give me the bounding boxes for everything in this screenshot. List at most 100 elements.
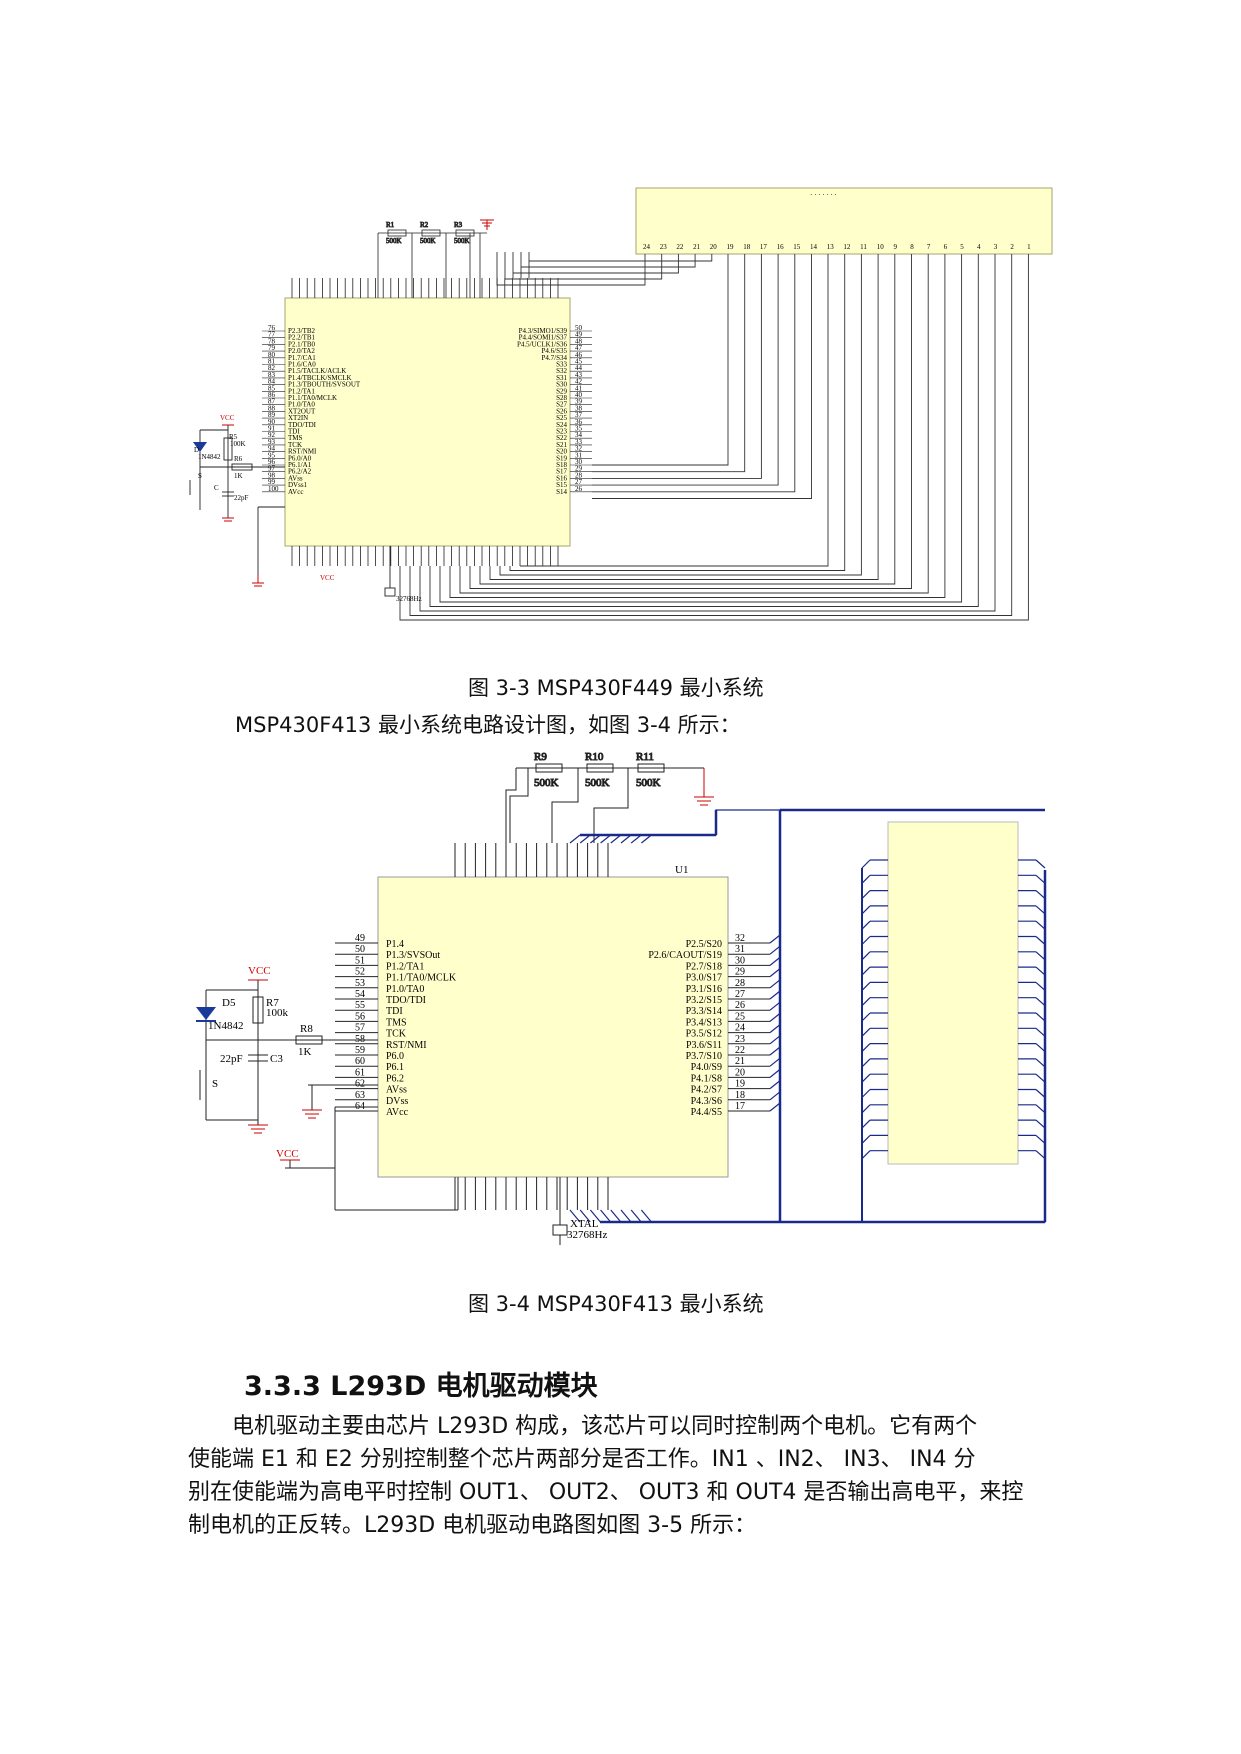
figure-msp430f413-schematic: U1 49P1.450P1.3/SVSOut51P1.2/TA152P1.1/T… [196,751,1047,1245]
right-pin-number: 19 [735,1079,745,1090]
right-pin-number: 40 [575,391,583,399]
left-pin-number: 92 [268,431,276,439]
left-pin-number: 83 [268,371,276,379]
diode-label: D [194,446,199,454]
left-pin-number: 97 [268,465,276,473]
left-pin-number: 54 [355,989,365,1000]
left-pin-name: P1.0/TA0 [386,984,424,995]
right-pin-number: 37 [575,411,583,419]
diode-icon [193,442,207,452]
left-pin-name: P2.3/TB2 [288,327,316,335]
right-pin-number: 49 [575,331,583,339]
svg-text:· · · · · · ·: · · · · · · · [810,191,837,199]
left-pin-name: P1.3/SVSOut [386,950,440,961]
r8-label: R8 [300,1023,313,1035]
lcd-pin-21: 21 [693,243,701,251]
right-pin-name: S18 [556,461,567,469]
right-pin-name: S28 [556,394,567,402]
left-pin-name: P1.3/TBOUTH/SVSOUT [288,381,361,389]
left-pin-name: P2.0/TA2 [288,347,315,355]
left-pin-number: 51 [355,955,365,966]
left-pin-name: TDI [288,428,300,436]
left-pin-name: P1.6/CA0 [288,361,316,369]
cap-value: 22pF [234,494,249,502]
vcc-label-2: VCC [276,1148,299,1160]
left-pin-name: TCK [288,441,302,449]
left-pin-number: 55 [355,1000,365,1011]
left-pin-number: 56 [355,1011,365,1022]
right-pin-number: 48 [575,337,583,345]
lcd-pin-24: 24 [643,243,651,251]
right-pin-number: 28 [735,978,745,989]
right-pin-number: 39 [575,398,583,406]
left-pin-name: AVss [386,1085,407,1096]
left-pin-name: TCK [386,1029,407,1040]
right-pin-number: 42 [575,378,583,386]
chip-left-pins: 49P1.450P1.3/SVSOut51P1.2/TA152P1.1/TA0/… [335,933,457,1118]
right-pin-number: 29 [735,967,745,978]
right-pin-number: 43 [575,371,583,379]
resistor-label: R3 [454,221,463,229]
ground-icon [694,768,714,806]
lcd-pin-8: 8 [910,243,914,251]
lcd-pin-7: 7 [927,243,931,251]
lcd-pin-18: 18 [743,243,751,251]
diode-part-label: 1N4842 [208,1020,243,1032]
right-pin-number: 22 [735,1045,745,1056]
left-pin-number: 57 [355,1023,365,1034]
r6-value: 1K [234,472,243,480]
vcc-label: VCC [220,414,235,422]
right-pin-name: P4.4/SOMI1/S37 [519,334,568,342]
lcd-pin-10: 10 [877,243,885,251]
right-pin-name: P2.5/S20 [686,939,722,950]
crystal-value: 32768Hz [396,595,422,603]
right-pin-number: 25 [735,1011,745,1022]
left-pin-number: 62 [355,1079,365,1090]
cap-label: C [214,484,219,492]
body-line-4: 制电机的正反转。L293D 电机驱动电路图如图 3-5 所示： [188,1513,757,1538]
left-pin-number: 78 [268,337,276,345]
right-pin-number: 31 [575,451,583,459]
right-pin-number: 38 [575,404,583,412]
left-pin-name: P2.2/TB1 [288,334,316,342]
right-pin-number: 41 [575,384,583,392]
left-pin-number: 94 [268,445,276,453]
lcd-pin-5: 5 [960,243,964,251]
lcd-pin-16: 16 [777,243,785,251]
resistor-icon [421,229,441,237]
left-pin-name: P6.1 [386,1062,404,1073]
right-pin-number: 29 [575,465,583,473]
left-pin-name: P1.7/CA1 [288,354,316,362]
left-pin-number: 58 [355,1034,365,1045]
left-pin-name: P6.0/A0 [288,454,312,462]
left-pin-name: P1.5/TACLK/ACLK [288,367,346,375]
lcd-pin-15: 15 [793,243,801,251]
lcd-module [635,187,1053,255]
left-pin-name: DVss [386,1096,408,1107]
right-pin-name: S19 [556,454,567,462]
right-pin-number: 46 [575,351,583,359]
right-pin-name: P2.7/S18 [686,961,722,972]
left-pin-number: 91 [268,425,276,433]
left-pin-number: 90 [268,418,276,426]
left-pin-number: 84 [268,378,276,386]
left-pin-number: 77 [268,331,276,339]
resistor-value: 500K [386,237,402,245]
left-pin-name: XT2IN [288,414,308,422]
body-line-2: 使能端 E1 和 E2 分别控制整个芯片两部分是否工作。IN1 、IN2、 IN… [188,1447,976,1472]
right-pin-name: S32 [556,367,567,375]
left-pin-name: RST/NMI [288,448,317,456]
right-pin-name: P4.3/S6 [691,1096,722,1107]
right-pin-name: S17 [556,468,567,476]
right-pin-name: P3.2/S15 [686,995,722,1006]
left-pin-number: 53 [355,978,365,989]
chip-ref-label: U1 [675,864,688,876]
r7-label: R7 [266,997,279,1009]
right-pin-name: S30 [556,381,567,389]
bus-wires [399,252,1029,621]
left-pin-name: XT2OUT [288,407,316,415]
left-pin-name: P1.2/TA1 [288,387,315,395]
